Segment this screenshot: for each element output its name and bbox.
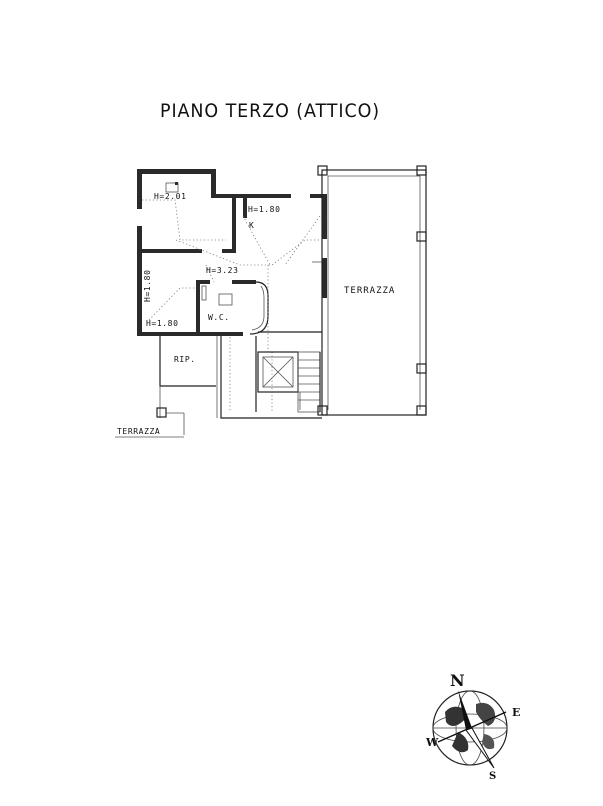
lower-outline: [216, 336, 322, 419]
compass-west: W: [425, 736, 439, 749]
label-h-201: H=2.01: [154, 192, 187, 201]
label-terrazza-right: TERRAZZA: [344, 286, 395, 296]
label-h-180-vertical: H=1.80: [143, 270, 152, 303]
label-k: K: [249, 221, 254, 230]
label-rip: RIP.: [174, 355, 196, 364]
rip-room: [159, 336, 216, 418]
plan-title: PIANO TERZO (ATTICO): [160, 100, 381, 122]
top-room-fixture: [165, 182, 179, 193]
roof-slope-lines: [142, 199, 322, 412]
stair-block: [255, 331, 322, 413]
compass-east: E: [512, 706, 520, 719]
main-walls: [137, 169, 327, 336]
label-h-323: H=3.23: [206, 266, 239, 275]
label-h-180-bottom: H=1.80: [146, 319, 179, 328]
compass-north: N: [450, 671, 465, 690]
compass-icon: N S E W: [425, 671, 520, 782]
label-h-180-k: H=1.80: [248, 205, 281, 214]
wc-door: [201, 285, 207, 301]
compass-south: S: [489, 771, 496, 782]
left-terrace-marker: [115, 407, 185, 438]
label-wc: W.C.: [208, 313, 230, 322]
wc-curved-wall: [249, 281, 269, 335]
right-terrace: [312, 165, 427, 416]
label-terrazza-left: TERRAZZA: [117, 427, 160, 436]
wc-fixture: [218, 293, 233, 306]
wc-curved-wall-inner: [251, 285, 265, 331]
